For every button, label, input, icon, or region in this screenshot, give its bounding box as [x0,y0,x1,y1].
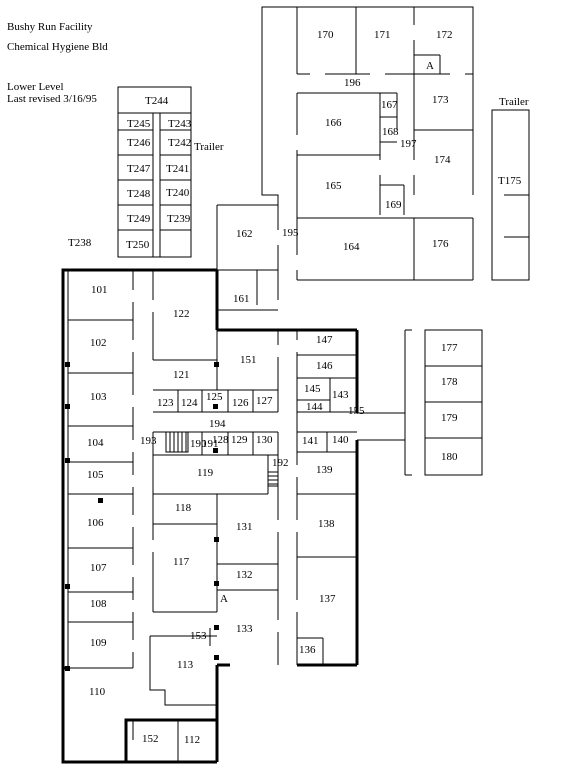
room-label: 145 [304,383,321,395]
facility-title: Bushy Run Facility [7,21,93,33]
room-label: 131 [236,521,253,533]
room-label: 171 [374,29,391,41]
room-label: 119 [197,467,214,479]
room-label: 195 [282,227,299,239]
room-label: T238 [68,237,92,249]
room-label: T248 [127,188,151,200]
room-label: T249 [127,213,151,225]
room-label: 152 [142,733,159,745]
room-label: T240 [166,187,190,199]
room-label: 161 [233,293,250,305]
room-label: 141 [302,435,319,447]
wall-markers [65,362,219,671]
room-label: 127 [256,395,273,407]
room-label: 192 [272,457,289,469]
room-label: 174 [434,154,451,166]
room-label: 170 [317,29,334,41]
room-label: 102 [90,337,107,349]
room-label: 166 [325,117,342,129]
room-label: 106 [87,517,104,529]
room-label: 173 [432,94,449,106]
room-label: 165 [325,180,342,192]
room-label: 137 [319,593,336,605]
room-label: 112 [184,734,200,746]
room-label: 133 [236,623,253,635]
room-label: 140 [332,434,349,446]
room-label: 155 [348,405,365,417]
room-label: 197 [400,138,417,150]
door-openings [130,25,465,668]
room-label: 169 [385,199,402,211]
room-label: 179 [441,412,458,424]
room-label: 121 [173,369,190,381]
room-label: 126 [232,397,249,409]
room-label: 118 [175,502,192,514]
floor-plan-walls [61,6,530,764]
room-label: T239 [167,213,191,225]
room-label: 132 [236,569,253,581]
room-label: 105 [87,469,104,481]
room-label: 193 [140,435,157,447]
room-label: 151 [240,354,257,366]
room-label: T250 [126,239,150,251]
room-label: 109 [90,637,107,649]
room-label: T246 [127,137,151,149]
room-label: T242 [168,137,191,149]
room-label: 167 [381,99,398,111]
room-label: 146 [316,360,333,372]
room-label: 124 [181,397,198,409]
room-label: A [220,593,228,605]
room-label: 191 [202,438,219,450]
room-label: 180 [441,451,458,463]
room-label: 101 [91,284,108,296]
room-label: 164 [343,241,360,253]
room-label: 190 [190,438,207,450]
room-label: 103 [90,391,107,403]
room-labels: Trailer Trailer 170 171 172 A 196 173 16… [68,29,529,746]
room-label: 147 [316,334,333,346]
room-label: 143 [332,389,349,401]
room-label: 162 [236,228,253,240]
room-label: 178 [441,376,458,388]
room-label: T247 [127,163,151,175]
trailer-label: Trailer [499,96,529,108]
room-label: T245 [127,118,151,130]
room-label: T244 [145,95,169,107]
building-title: Chemical Hygiene Bld [7,41,108,53]
room-label: 125 [206,391,223,403]
room-label: 108 [90,598,107,610]
room-label: 196 [344,77,361,89]
room-label: 110 [89,686,106,698]
room-label: T241 [166,163,189,175]
room-label: 144 [306,401,323,413]
room-label: 104 [87,437,104,449]
room-label: 172 [436,29,453,41]
room-label: 113 [177,659,194,671]
room-label: T175 [498,175,522,187]
room-label: 107 [90,562,107,574]
room-label: 117 [173,556,190,568]
room-label: 130 [256,434,273,446]
trailer-label: Trailer [194,141,224,153]
room-label: A [426,60,434,72]
revision-date: Last revised 3/16/95 [7,93,97,105]
room-label: 122 [173,308,190,320]
room-label: 129 [231,434,248,446]
level-label: Lower Level [7,81,64,93]
room-label: 176 [432,238,449,250]
room-label: 138 [318,518,335,530]
room-label: T243 [168,118,192,130]
room-label: 128 [212,434,229,446]
room-label: 153 [190,630,207,642]
room-label: 139 [316,464,333,476]
room-label: 136 [299,644,316,656]
room-label: 194 [209,418,226,430]
room-label: 123 [157,397,174,409]
room-label: 177 [441,342,458,354]
room-label: 168 [382,126,399,138]
